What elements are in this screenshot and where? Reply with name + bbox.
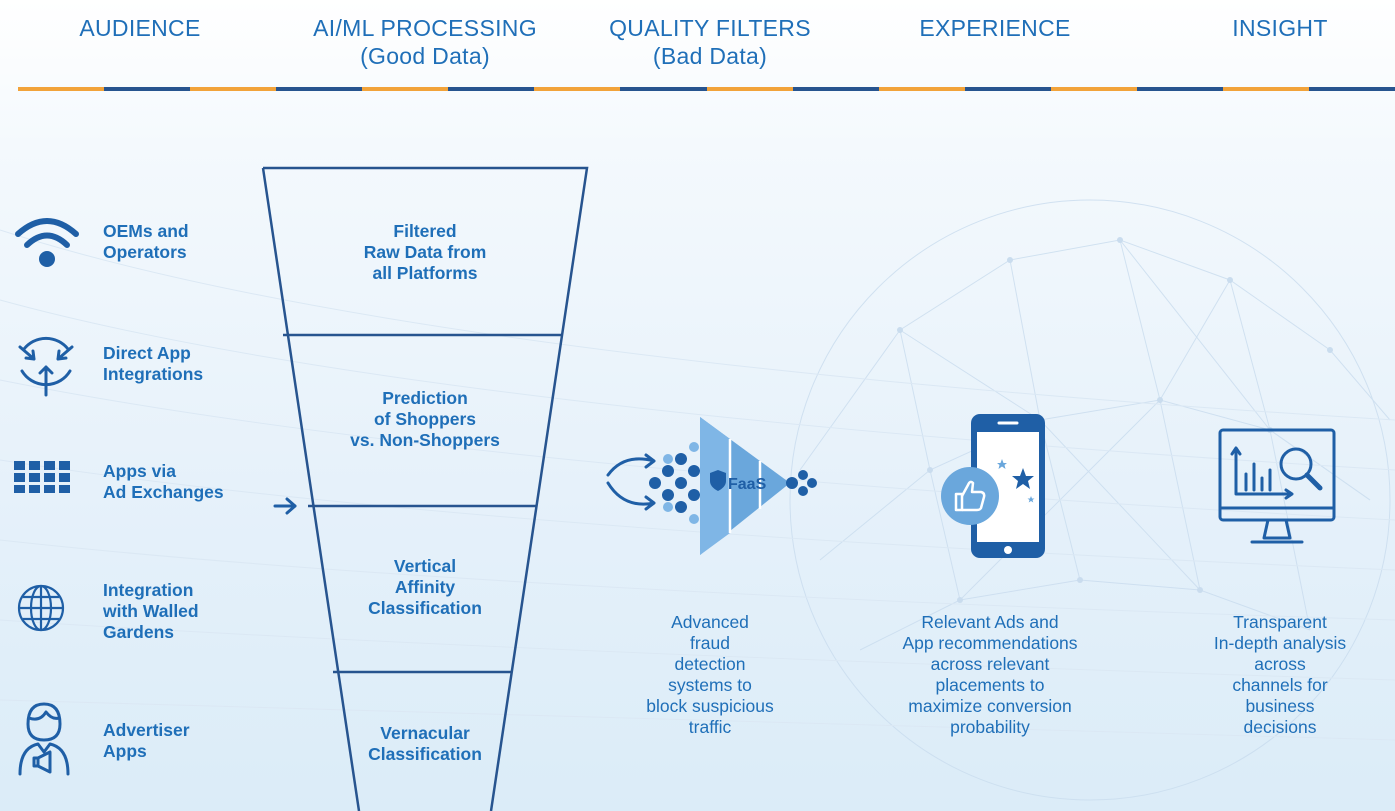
globe-icon bbox=[17, 584, 65, 632]
funnel-stage-vernacular: Vernacular Classification bbox=[368, 723, 482, 764]
app-integration-icon bbox=[18, 336, 74, 397]
header-divider bbox=[18, 87, 1395, 91]
funnel-stage-raw-data: Filtered Raw Data from all Platforms bbox=[363, 221, 487, 283]
header-processing: AI/ML PROCESSING (Good Data) bbox=[313, 15, 537, 69]
processing-funnel bbox=[261, 166, 589, 811]
header-experience: EXPERIENCE bbox=[919, 15, 1071, 41]
wifi-icon bbox=[15, 218, 79, 267]
faas-label: FaaS bbox=[728, 476, 767, 493]
arrow-right-icon bbox=[273, 497, 297, 515]
source-ad-exchanges: Apps via Ad Exchanges bbox=[103, 461, 224, 502]
advertiser-icon bbox=[18, 702, 70, 776]
source-advertiser-apps: Advertiser Apps bbox=[103, 720, 190, 761]
filters-description: Advanced fraud detection systems to bloc… bbox=[646, 612, 774, 737]
experience-description: Relevant Ads and App recommendations acr… bbox=[902, 612, 1078, 737]
source-direct-app: Direct App Integrations bbox=[103, 343, 204, 384]
source-oems-operators: OEMs and Operators bbox=[103, 221, 189, 262]
insight-description: Transparent In-depth analysis across cha… bbox=[1213, 612, 1347, 737]
header-quality-filters: QUALITY FILTERS (Bad Data) bbox=[609, 15, 811, 69]
header-insight: INSIGHT bbox=[1232, 15, 1328, 41]
header-audience: AUDIENCE bbox=[79, 15, 201, 41]
funnel-stage-vertical-affinity: Vertical Affinity Classification bbox=[368, 556, 482, 618]
phone-thumbs-up-icon bbox=[941, 414, 1045, 558]
analytics-monitor-icon bbox=[1218, 428, 1336, 544]
funnel-stage-prediction: Prediction of Shoppers vs. Non-Shoppers bbox=[350, 388, 500, 450]
grid-icon bbox=[14, 461, 70, 493]
source-walled-gardens: Integration with Walled Gardens bbox=[103, 580, 199, 642]
faas-filter-graphic: FaaS bbox=[606, 417, 817, 555]
